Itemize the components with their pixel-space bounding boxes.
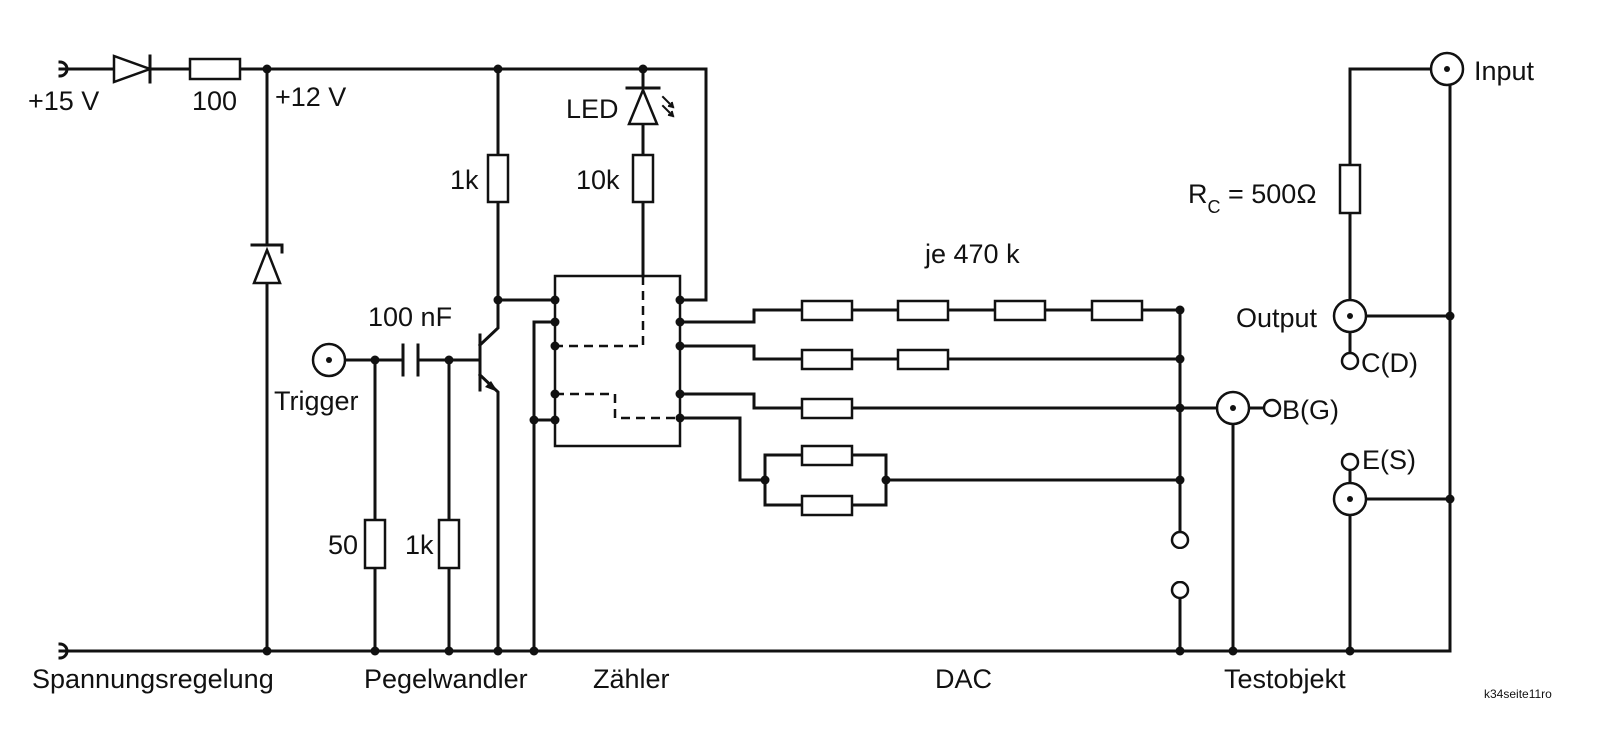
resistor-dac-1d [1090,299,1144,322]
terminal-15v [58,60,69,78]
label-input: Input [1474,56,1535,86]
label-output: Output [1236,303,1318,333]
resistor-dac-1a [800,299,854,322]
section-dac: DAC [935,664,992,694]
label-1k-top: 1k [450,165,479,195]
section-zaehler: Zähler [593,664,670,694]
section-pegelwandler: Pegelwandler [364,664,528,694]
terminal-bg[interactable] [1262,398,1282,418]
label-es: E(S) [1362,445,1416,475]
resistor-dac-1c [993,299,1047,322]
switch-contact-top[interactable] [1170,530,1190,550]
transistor-emitter-arrow [485,381,498,392]
terminal-cd[interactable] [1340,351,1360,371]
label-100nf: 100 nF [368,302,452,332]
junction-dots [262,64,1455,656]
resistor-dac-1b [896,299,950,322]
connector-trigger[interactable] [311,342,347,378]
resistor-dac-4b [800,494,854,517]
capacitor-symbol [401,343,420,377]
diode-symbol [112,54,154,84]
led-symbol [625,86,675,126]
switch-contact-bottom[interactable] [1170,580,1190,600]
label-rc: RC = 500Ω [1188,179,1317,217]
connector-output[interactable] [1332,298,1368,334]
label-led: LED [566,94,619,124]
resistor-dac-2b [896,348,950,371]
resistor-10k [631,153,655,204]
label-10k: 10k [576,165,620,195]
resistor-dac-4a [800,444,854,467]
label-1k-bottom: 1k [405,530,434,560]
wires [58,67,1452,653]
resistor-50 [363,518,387,570]
connector-b[interactable] [1215,390,1251,426]
counter-block [553,274,682,448]
footer-code: k34seite11ro [1484,687,1552,701]
label-trigger: Trigger [274,386,359,416]
resistor-rc [1338,163,1362,215]
terminal-ground [58,642,69,660]
section-spannungsregelung: Spannungsregelung [32,664,274,694]
resistor-1k-top [486,153,510,204]
resistor-1k-bottom [437,518,461,570]
label-50: 50 [328,530,358,560]
section-testobjekt: Testobjekt [1224,664,1346,694]
resistor-dac-3 [800,397,854,420]
label-je-470k: je 470 k [924,239,1020,269]
resistor-100 [188,57,242,81]
resistor-dac-2a [800,348,854,371]
connector-input[interactable] [1429,51,1465,87]
terminal-es[interactable] [1340,452,1360,472]
label-cd: C(D) [1361,348,1418,378]
label-bg: B(G) [1282,395,1339,425]
label-15v: +15 V [28,86,99,116]
label-12v: +12 V [275,82,346,112]
zener-diode-symbol [250,243,284,285]
connector-e[interactable] [1332,481,1368,517]
label-100-resistor: 100 [192,86,237,116]
